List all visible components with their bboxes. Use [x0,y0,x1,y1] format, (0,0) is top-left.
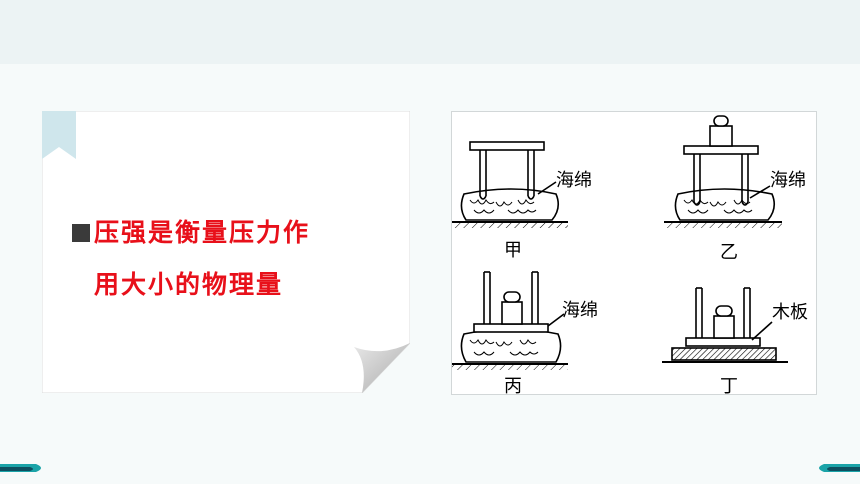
caption-yi: 乙 [720,242,738,263]
label-bing-material: 海绵 [562,300,598,321]
label-ding-material: 木板 [772,302,808,323]
caption-jia: 甲 [504,240,522,261]
caption-bing: 丙 [504,376,522,396]
panel-ding [662,287,788,363]
note-line-2: 用大小的物理量 [94,270,284,299]
header-band [0,0,860,64]
label-jia-material: 海绵 [556,170,592,191]
panel-bing [452,271,568,370]
bookmark-icon [42,111,76,159]
corner-stripe-right [819,464,860,472]
note-text: 压强是衡量压力作 用大小的物理量 [72,207,402,311]
note-line-1: 压强是衡量压力作 [72,207,402,259]
bullet-square-icon [72,224,90,242]
note-card: 压强是衡量压力作 用大小的物理量 [42,111,410,393]
note-line-1-text: 压强是衡量压力作 [94,218,311,247]
experiment-diagram: 海绵 甲 海绵 乙 [452,115,808,396]
experiment-figure: 海绵 甲 海绵 乙 [451,111,817,396]
note-card-shape [42,111,410,393]
caption-ding: 丁 [720,376,738,396]
panel-jia [452,141,568,228]
corner-stripe-left [0,464,41,472]
panel-yi [664,115,782,228]
label-yi-material: 海绵 [770,170,806,191]
